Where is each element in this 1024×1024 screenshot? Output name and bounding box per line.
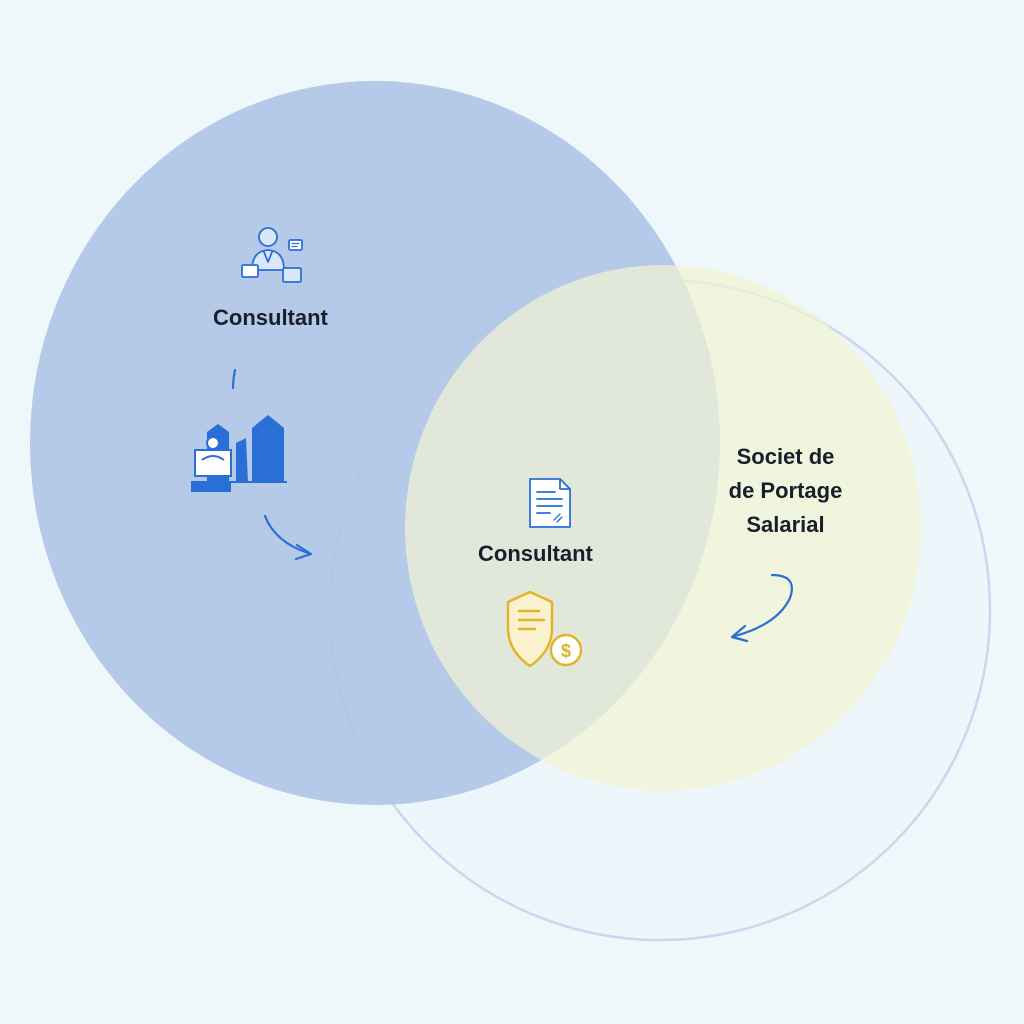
flow-arrow-left <box>263 514 313 561</box>
consultant-label-left: Consultant <box>213 305 328 330</box>
svg-text:$: $ <box>561 641 571 661</box>
shield-payment-icon: $ <box>506 590 583 668</box>
portage-label-line-2: de Portage <box>728 478 843 503</box>
portage-company-label: Societ de de Portage Salarial <box>718 440 853 542</box>
consultant-person-icon <box>241 227 303 283</box>
consultant-label-center: Consultant <box>478 541 593 566</box>
office-buildings-icon <box>191 415 287 492</box>
flow-arrow-right <box>730 573 793 643</box>
connector-dash <box>231 368 237 390</box>
portage-label-line-1: Societ de <box>736 444 835 469</box>
portage-label-line-3: Salarial <box>746 512 825 537</box>
contract-document-icon <box>529 478 571 528</box>
